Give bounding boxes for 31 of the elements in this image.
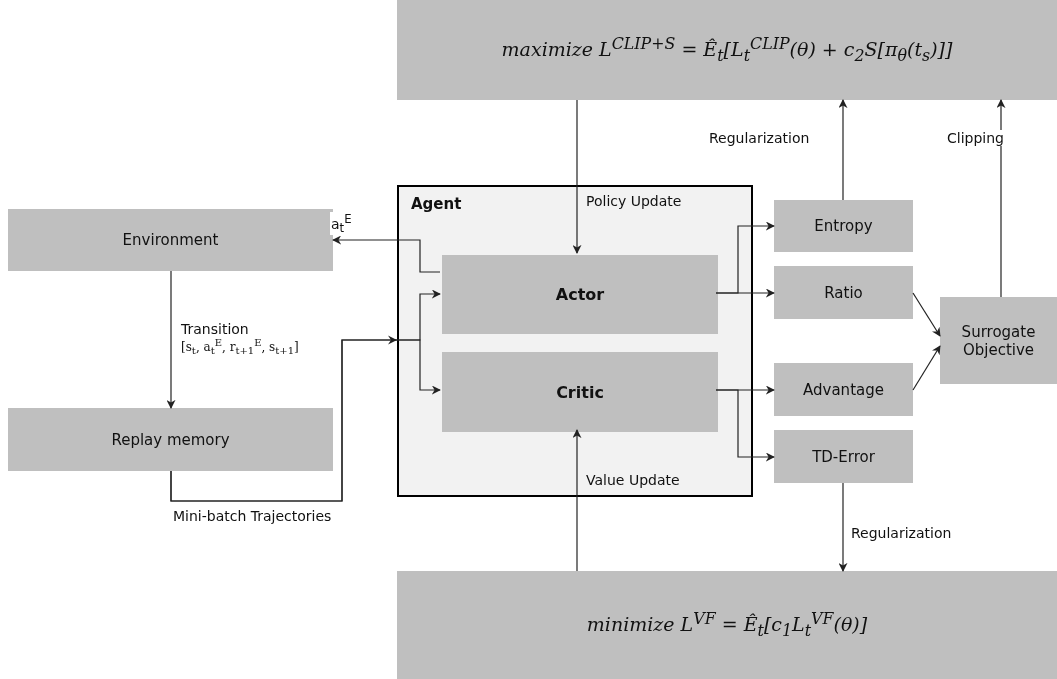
process-box [774,266,913,319]
edge-label: Regularization [850,525,953,541]
panel-title: Agent [411,195,462,213]
process-box [8,209,333,271]
node-label: Actor [555,285,605,304]
process-box [442,352,718,432]
node-label: Advantage [803,380,884,399]
edge-label: Policy Update [585,193,683,209]
edge-label: Transition [s$_{t}$, a$_{t}$$^{E}$, r$_{t+1}$$^{E}$, s$_{t+1}$] [180,321,300,357]
formula-box [397,571,1057,679]
process-box [774,430,913,483]
formula-text: minimize L$^{VF}$ = Ê$_{t}$[c$_{1}$L$_{t}$$^{VF}$(θ)] [586,609,868,641]
process-box [940,297,1057,384]
process-box [442,255,718,334]
formula-text: maximize L$^{CLIP+S}$ = Ê$_{t}$[L$_{t}$$^{CLIP}$(θ) + c$_{2}$S[π$_{θ}$(t$_{s}$)]] [501,34,953,66]
node-label: Ratio [824,283,863,302]
edge-label: Value Update [585,472,681,488]
edge-label: Regularization [708,130,811,146]
process-box [774,363,913,416]
edge-label: Clipping [946,130,1005,146]
formula-box [397,0,1057,100]
node-label: Environment [122,231,219,249]
agent-panel [397,185,753,497]
edge-label: Mini-batch Trajectories [172,508,333,524]
process-box [8,408,333,471]
node-label: Entropy [814,217,873,235]
node-label: Surrogate Objective [960,322,1037,359]
node-label: TD-Error [812,447,875,466]
node-label: Critic [556,382,604,402]
process-box [774,200,913,252]
node-label: Replay memory [111,430,230,449]
